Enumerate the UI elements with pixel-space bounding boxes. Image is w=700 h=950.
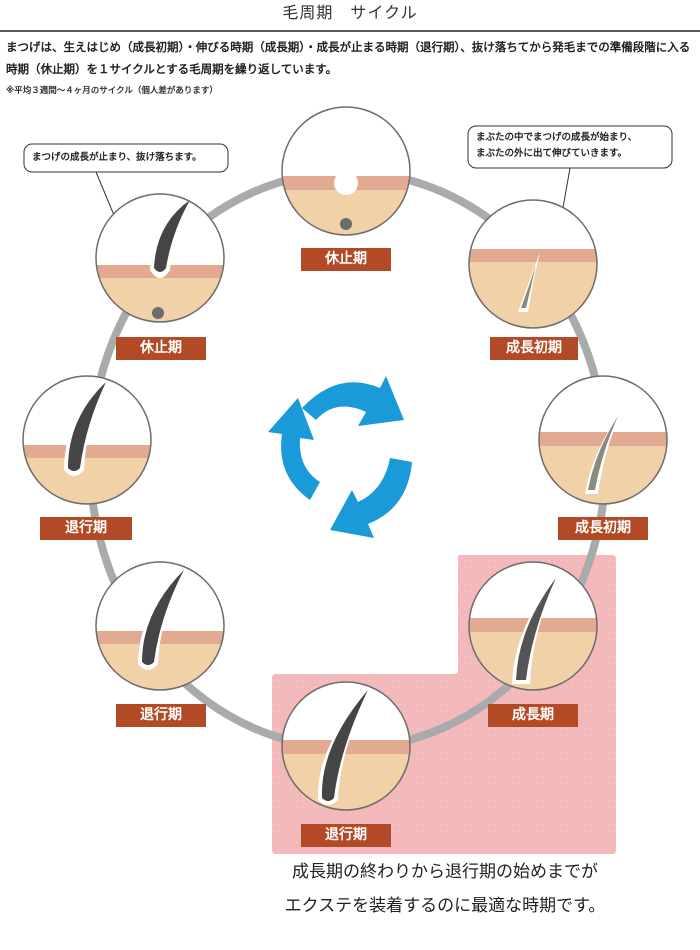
phase-label-early-growth-2: 成長初期	[575, 520, 631, 536]
phase-label-bg-5	[301, 824, 391, 847]
callout-shedding: まつげの成長が止まり、抜け落ちます。	[32, 152, 202, 163]
phase-label-bg-7	[40, 517, 132, 540]
phase-label-regression-bottom: 退行期	[325, 827, 367, 843]
phase-label-bg-2	[490, 337, 578, 360]
phase-label-bg-8	[116, 337, 206, 360]
recommendation-line2: エクステを装着するのに最適な時期です。	[284, 896, 606, 916]
cycle-note: ※平均３週間〜４ヶ月のサイクル（個人差があります）	[6, 86, 218, 96]
callout-growth-line2: まぶたの外に出て伸びていきます。	[476, 148, 628, 159]
phase-circle-regression-left	[22, 375, 152, 505]
recommendation-line1: 成長期の終わりから退行期の始めまでが	[292, 862, 598, 882]
phase-label-early-growth-1: 成長初期	[506, 340, 562, 356]
phase-label-regression-lower-left: 退行期	[140, 707, 182, 723]
phase-label-rest-top: 休止期	[325, 251, 367, 267]
cycle-arrows-icon	[268, 376, 412, 538]
phase-label-rest-upper-left: 休止期	[140, 340, 182, 356]
phase-label-bg-3	[558, 517, 648, 540]
phase-label-regression-left: 退行期	[65, 520, 107, 536]
phase-circle-early-growth-1	[468, 199, 598, 329]
phase-circle-regression-bottom	[281, 681, 411, 811]
phase-label-growth: 成長期	[512, 707, 554, 723]
callout-growth-start: まぶたの中でまつげの成長が始まり、 まぶたの外に出て伸びていきます。	[476, 130, 637, 162]
phase-circle-rest-top	[281, 106, 411, 236]
callout-box-growth	[467, 125, 673, 169]
phase-circle-early-growth-2	[538, 375, 668, 505]
phase-label-bg-6	[116, 704, 206, 727]
page-title: 毛周期 サイクル	[282, 3, 418, 22]
title-divider	[0, 30, 700, 32]
callout-growth-line1: まぶたの中でまつげの成長が始まり、	[476, 132, 638, 143]
phase-circle-regression-lower-left	[95, 561, 225, 691]
phase-label-bg-4	[488, 704, 578, 727]
description-text: まつげは、生えはじめ（成長初期）・伸びる時期（成長期）・成長が止まる時期（退行期…	[6, 40, 691, 76]
phase-circle-growth	[468, 561, 598, 691]
phase-label-bg-1	[301, 248, 391, 271]
callout-box-shedding	[23, 143, 229, 173]
